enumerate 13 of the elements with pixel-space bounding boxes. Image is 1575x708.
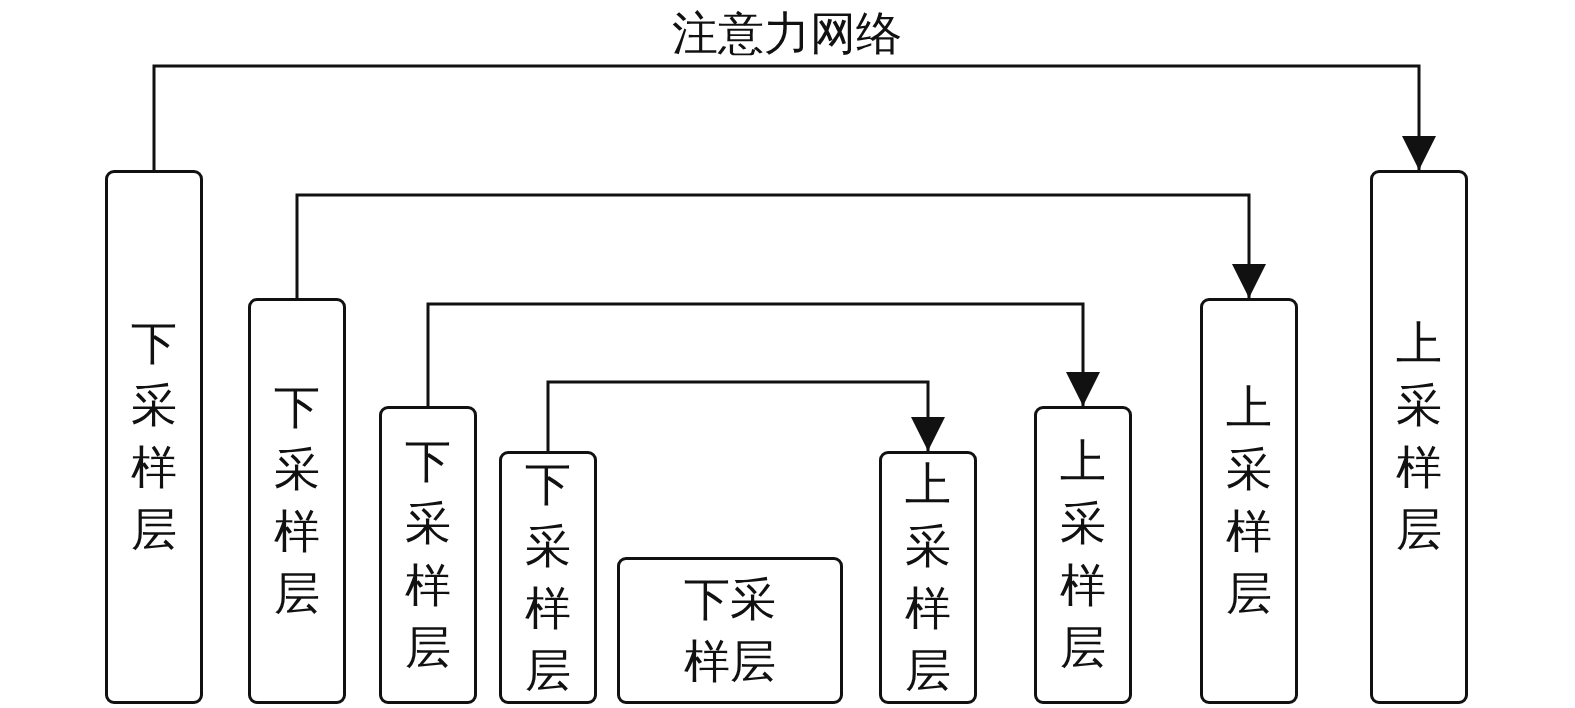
connector-arrow [426,302,1100,406]
layer-box: 上采样层 [879,451,977,704]
layer-box: 下采样层 [105,170,203,704]
layer-box: 上采样层 [1034,406,1132,704]
connector-arrow [152,64,1436,170]
layer-box: 下采样层 [379,406,477,704]
layer-box: 下采样层 [248,298,346,704]
connector-arrow [546,380,945,451]
layer-box: 上采样层 [1370,170,1468,704]
layer-box: 下采样层 [499,451,597,704]
connector-arrow [295,193,1266,298]
layer-box: 上采样层 [1200,298,1298,704]
layer-box: 下采样层 [617,557,843,704]
